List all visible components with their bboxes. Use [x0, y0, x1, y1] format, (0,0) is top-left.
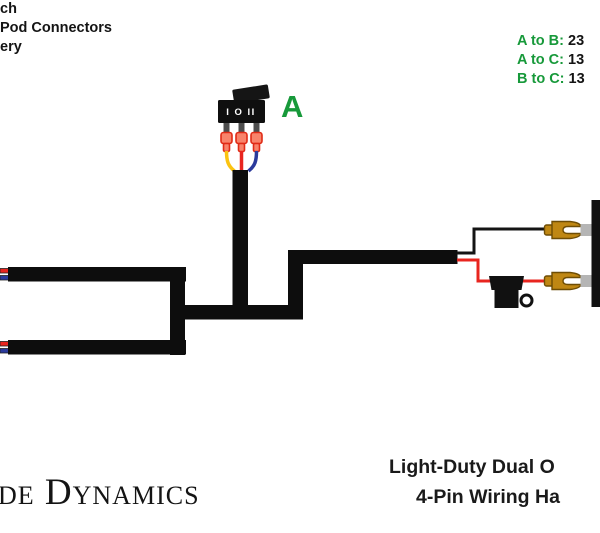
cable-battery-run [288, 250, 458, 264]
battery-stud-top [580, 224, 593, 236]
measurement-a-b: A to B: 23 [517, 32, 585, 51]
fork-prongs [551, 220, 582, 240]
battery-edge [591, 200, 600, 307]
fuse-holder-body [494, 290, 519, 308]
fork-terminal-top [543, 220, 582, 240]
rocker-actuator [232, 84, 270, 104]
legend-left: ch Pod Connectors ery [0, 0, 112, 57]
brand-logo: de Dynamics [0, 472, 200, 513]
battery-ground-wire [457, 227, 547, 255]
crimp-connector [220, 131, 233, 153]
battery-stud-bottom [580, 275, 593, 287]
measurement-value: 13 [568, 71, 585, 87]
rocker-switch: I O II [218, 84, 270, 180]
legend-line-battery: ery [0, 39, 22, 55]
product-title-line2: 4-Pin Wiring Ha [416, 486, 560, 508]
switch-wire-yellow [224, 150, 236, 173]
switch-wire-blue [247, 150, 259, 173]
switch-pin [238, 123, 245, 134]
output-pigtail-bottom [0, 340, 186, 355]
crimp-connector [235, 131, 248, 153]
cable-segment [8, 340, 186, 355]
switch-marking: I O II [226, 107, 256, 118]
cable-segment [8, 267, 186, 282]
measurement-value: 13 [568, 52, 585, 68]
measurement-value: 23 [568, 33, 585, 49]
wire-sleeve [232, 170, 248, 180]
product-title-line1: Light-Duty Dual O [389, 456, 555, 478]
measurement-a-c: A to C: 13 [517, 51, 585, 70]
switch-pin [223, 123, 230, 134]
measurement-label: A to B: [517, 33, 564, 49]
output-pigtail-top [0, 267, 186, 282]
fuse-holder-pull-ring [519, 293, 534, 308]
legend-line-switch: ch [0, 1, 17, 17]
switch-point-label: A [281, 89, 304, 124]
measurement-list: A to B: 23 A to C: 13 B to C: 13 [517, 32, 585, 89]
fuse-holder [489, 276, 534, 308]
measurement-b-c: B to C: 13 [517, 70, 585, 89]
fork-terminal-bottom [543, 271, 582, 291]
cable-switch-drop [232, 171, 248, 319]
fuse-holder-cap [489, 276, 524, 290]
fork-prongs [551, 271, 582, 291]
crimp-connector [250, 131, 263, 153]
switch-body [218, 100, 265, 123]
cable-elbow-vertical [288, 250, 303, 320]
measurement-label: A to C: [517, 52, 564, 68]
switch-pin [253, 123, 260, 134]
legend-line-pod-connectors: Pod Connectors [0, 20, 112, 36]
measurement-label: B to C: [517, 71, 565, 87]
